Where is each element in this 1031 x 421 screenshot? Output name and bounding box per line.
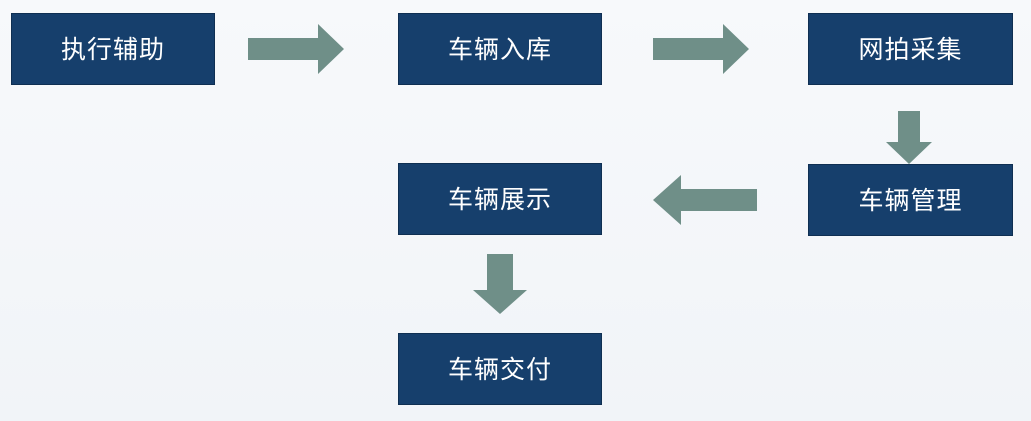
right-arrow-icon <box>248 24 344 74</box>
node-execute-assist: 执行辅助 <box>11 13 215 85</box>
down-arrow-icon <box>473 254 527 314</box>
left-arrow-icon <box>653 175 757 225</box>
node-vehicle-display: 车辆展示 <box>398 163 602 235</box>
right-arrow-icon <box>653 24 749 74</box>
node-vehicle-delivery: 车辆交付 <box>398 333 602 405</box>
down-arrow-icon <box>886 111 932 164</box>
node-vehicle-inbound: 车辆入库 <box>398 13 602 85</box>
node-vehicle-management: 车辆管理 <box>808 164 1013 236</box>
node-network-capture: 网拍采集 <box>808 13 1013 85</box>
